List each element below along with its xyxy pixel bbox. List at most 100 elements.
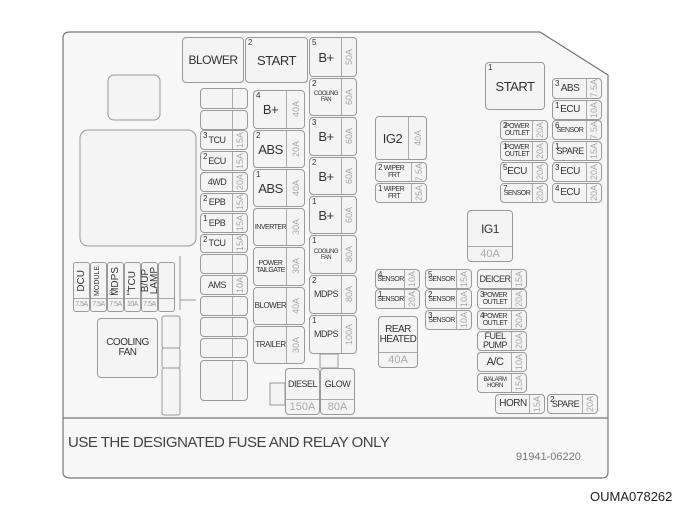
fuse-number: 3 [555,163,560,172]
fuse-label: B+ [318,207,334,223]
fuse-label: SENSOR [377,275,404,283]
fuse-label: BLOWER [254,301,287,310]
fuse-amperage: 20A [585,395,595,412]
part-number: 91941-06220 [516,451,581,463]
fuse-label: POWER OUTLET [482,292,508,306]
fuse-number: 2 [312,276,317,285]
fuse-label: B+ [318,129,334,144]
fuse-amperage: 7.5A [414,162,424,182]
fuse-label: BLOWER [188,53,238,67]
empty-fuse-slot [200,110,248,130]
fuse-amperage [159,298,174,311]
fuse-amperage: 15A [514,374,524,391]
fuse-label: AMS [207,279,227,290]
fuse-label: SENSOR [428,316,455,324]
fuse-number: 1 [555,101,560,110]
fuse-label: B/UP LAMP [139,267,160,295]
fuse-label: SENSOR [377,295,404,303]
fuse-label: INVERTER [254,223,287,231]
mini-fuse-b-up-lamp: B/UP LAMP 7.5A [139,262,160,312]
fuse-amperage: 20A [535,142,545,159]
fuse-label: DIESEL [287,379,318,389]
empty-fuse-slot [158,262,175,312]
fuse-label: POWER OUTLET [504,144,530,158]
mini-fuse-mdps: MDPS 3 7.5A [107,262,124,312]
fuse-label: TCU [208,134,227,145]
fuse-label: FUEL PUMP [482,331,508,350]
fuse-amperage: 20A [535,184,545,201]
fuse-label: ECU [208,155,226,166]
fuse-label: EPB [208,197,226,207]
fuse-label: SPARE [551,398,580,409]
fuse-number: 2 [203,235,208,244]
fuse-label: ECU [507,166,527,177]
fuse-number: 1 [488,63,493,72]
fuse-number: 1 [256,170,261,179]
fuse-label: MDPS [313,329,339,339]
fuse-label: ABS [258,141,283,157]
fuse-amperage: 15A [235,235,245,252]
fuse-label: POWER OUTLET [504,123,530,137]
fuse-amperage: 60A [344,128,354,145]
fuse-label [201,318,233,336]
fuse-label: REAR HEATED [379,324,417,345]
fuse-label: DEICER [479,273,511,284]
fuse-label: 4WD [207,176,227,187]
fuse-amperage: 100A [344,323,354,346]
fuse-label: SENSOR [503,189,531,197]
mini-fuse-tcu: TCU 1 10A [124,262,141,312]
fuse-amperage: 30A [290,218,301,235]
fuse-label: MODULE [94,266,102,296]
fuse-number: 4 [378,270,383,279]
fuse-amperage: 7.5A [91,298,106,311]
empty-fuse-slot [200,88,248,109]
fuse-label: IG1 [481,222,499,236]
fuse-number: 1 [378,290,383,299]
empty-fuse-slot [200,338,248,358]
fuse-number: 5 [428,270,433,279]
fuse-label [201,361,233,400]
fuse-amperage: 7.5A [142,298,157,311]
fuse-amperage: 7.5A [589,120,599,140]
fuse-label: ECU [560,187,580,198]
empty-fuse-slot [200,254,248,274]
fuse-amperage: 20A [589,184,599,201]
fuse-amperage: 20A [235,173,245,190]
fuse-label: TCU [127,270,138,292]
fuse-label: COOLING FAN [313,91,339,103]
fuse-amperage: 15A [235,214,245,231]
fuse-amperage: 20A [514,311,524,328]
fuse-amperage: 10A [235,276,245,293]
fuse-amperage: 20A [535,163,545,180]
fuse-amperage: 60A [344,88,354,105]
fuse-amperage: 15A [235,194,245,211]
fuse-label: SENSOR [428,295,455,303]
fuse-label: TRAILER [255,340,286,349]
fuse-label: START [495,78,535,94]
fuse-amperage: 40A [379,352,417,367]
empty-fuse-slot [200,360,248,401]
fuse-label: SENSOR [556,126,584,134]
fuse-label: TCU [208,238,227,248]
